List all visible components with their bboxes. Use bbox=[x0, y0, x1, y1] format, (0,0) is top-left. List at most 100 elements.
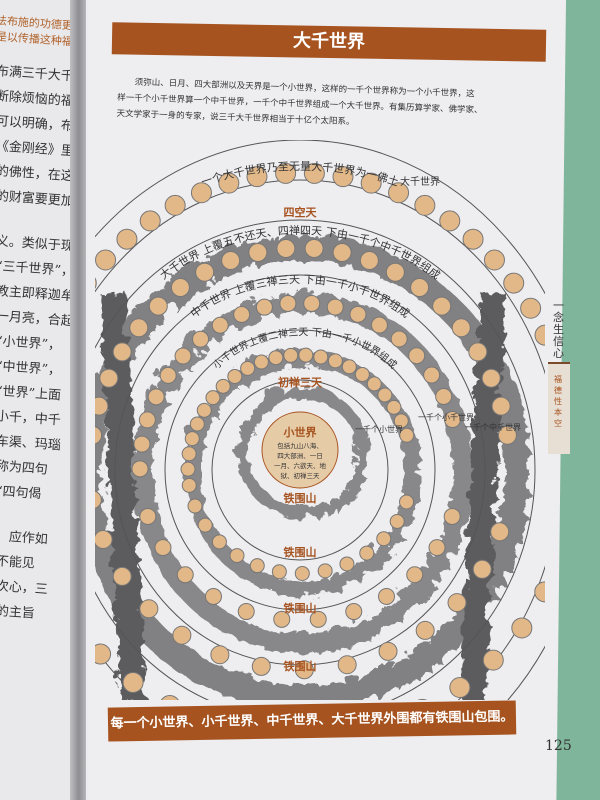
world-dot bbox=[112, 342, 132, 362]
world-dot bbox=[184, 431, 200, 447]
world-dot bbox=[95, 643, 112, 665]
world-dot bbox=[439, 210, 461, 232]
world-dot bbox=[534, 324, 545, 346]
world-dot bbox=[345, 603, 363, 621]
desc-line: 包括九山八海、 bbox=[277, 441, 323, 450]
thousand-small-worlds-label: 一千个小世界 bbox=[355, 424, 403, 434]
iron-mountain-label: 铁围山 bbox=[284, 601, 317, 615]
world-dot bbox=[45, 325, 65, 345]
chapter-label: 一念生信心 bbox=[553, 299, 564, 360]
four-formless-heavens-label: 四空天 bbox=[284, 205, 318, 219]
world-dot bbox=[170, 278, 190, 298]
world-dot bbox=[164, 194, 186, 216]
world-dot bbox=[139, 507, 157, 525]
world-dot bbox=[99, 368, 119, 388]
world-dot bbox=[417, 698, 428, 700]
world-dot bbox=[520, 297, 542, 319]
world-dot bbox=[147, 388, 165, 406]
world-dot bbox=[389, 513, 405, 529]
world-dot bbox=[131, 460, 149, 478]
world-dot bbox=[366, 376, 382, 392]
world-dot bbox=[237, 603, 255, 621]
world-dot bbox=[189, 416, 205, 432]
world-dot bbox=[377, 387, 393, 403]
great-world-pointer-label: 大千世界 bbox=[400, 175, 440, 188]
world-dot bbox=[359, 545, 375, 561]
left-page: 法布施的功德更大 是以传播这种福德为 布满三千大千世界断除烦恼的福德可以明确，布… bbox=[0, 0, 80, 800]
world-dot bbox=[451, 318, 471, 338]
world-dot bbox=[415, 620, 435, 640]
world-dot bbox=[116, 228, 138, 250]
desc-line: 狱、初禅三天 bbox=[281, 471, 321, 480]
world-dot bbox=[327, 353, 343, 369]
section-label: 福德性本空 bbox=[554, 375, 562, 428]
world-dot bbox=[408, 347, 426, 365]
small-world-description: 包括九山八海、 四大部洲、一日 一月、六欲天、地 狱、初禅三天 bbox=[274, 441, 327, 480]
world-dot bbox=[378, 587, 396, 605]
world-dot bbox=[63, 611, 83, 631]
world-dot bbox=[399, 427, 415, 443]
world-dot bbox=[95, 249, 117, 271]
world-dot bbox=[95, 396, 109, 416]
world-dot bbox=[95, 426, 103, 445]
world-dot bbox=[294, 660, 314, 680]
world-dot bbox=[326, 298, 344, 316]
world-dot bbox=[294, 565, 310, 581]
world-dot bbox=[354, 366, 370, 382]
world-dot bbox=[197, 517, 213, 533]
desc-line: 一月、六欲天、地 bbox=[274, 461, 327, 470]
world-dot bbox=[268, 350, 284, 366]
world-dot bbox=[205, 390, 221, 406]
world-dot bbox=[192, 330, 210, 348]
world-dot bbox=[414, 194, 436, 216]
world-dot bbox=[95, 530, 113, 550]
world-dot bbox=[133, 435, 151, 453]
world-dot bbox=[303, 162, 325, 184]
iron-mountain-label: 铁围山 bbox=[284, 491, 317, 505]
world-dot bbox=[432, 296, 452, 316]
world-dot bbox=[210, 645, 230, 665]
world-dot bbox=[148, 296, 168, 316]
world-dot bbox=[332, 166, 354, 188]
world-dot bbox=[255, 298, 273, 316]
world-dot bbox=[360, 172, 382, 194]
world-dot bbox=[393, 413, 409, 429]
world-dot bbox=[176, 566, 194, 584]
world-dot bbox=[233, 305, 251, 323]
world-dot bbox=[195, 262, 215, 282]
world-dot bbox=[298, 347, 314, 363]
world-dot bbox=[204, 587, 222, 605]
world-dot bbox=[279, 294, 297, 312]
world-dot bbox=[423, 366, 441, 384]
world-dot bbox=[240, 360, 256, 376]
small-world-disc bbox=[261, 411, 339, 489]
world-dot bbox=[276, 239, 296, 259]
world-dot bbox=[462, 228, 484, 250]
world-dot bbox=[160, 694, 179, 700]
world-dot bbox=[511, 617, 533, 639]
world-dot bbox=[283, 347, 299, 363]
world-dot bbox=[26, 534, 46, 554]
world-dot bbox=[181, 477, 197, 493]
world-dot bbox=[251, 656, 271, 676]
world-dot bbox=[444, 411, 462, 429]
world-dot bbox=[497, 425, 517, 445]
world-dot bbox=[95, 490, 102, 509]
world-dot bbox=[211, 534, 227, 550]
world-dot bbox=[337, 655, 357, 675]
world-dot bbox=[503, 272, 525, 294]
world-dot bbox=[428, 539, 446, 557]
world-dot bbox=[122, 671, 144, 693]
world-dot bbox=[229, 548, 245, 564]
world-dot bbox=[309, 610, 327, 628]
world-dot bbox=[482, 649, 504, 671]
world-dot bbox=[370, 316, 388, 334]
first-dhyana-label: 初禅三天 bbox=[278, 375, 323, 389]
world-dot bbox=[481, 368, 501, 388]
world-dot bbox=[472, 559, 492, 579]
iron-mountain-label: 铁围山 bbox=[284, 545, 317, 559]
world-dot bbox=[273, 610, 291, 628]
world-dot bbox=[172, 625, 192, 645]
world-dot bbox=[174, 347, 192, 365]
